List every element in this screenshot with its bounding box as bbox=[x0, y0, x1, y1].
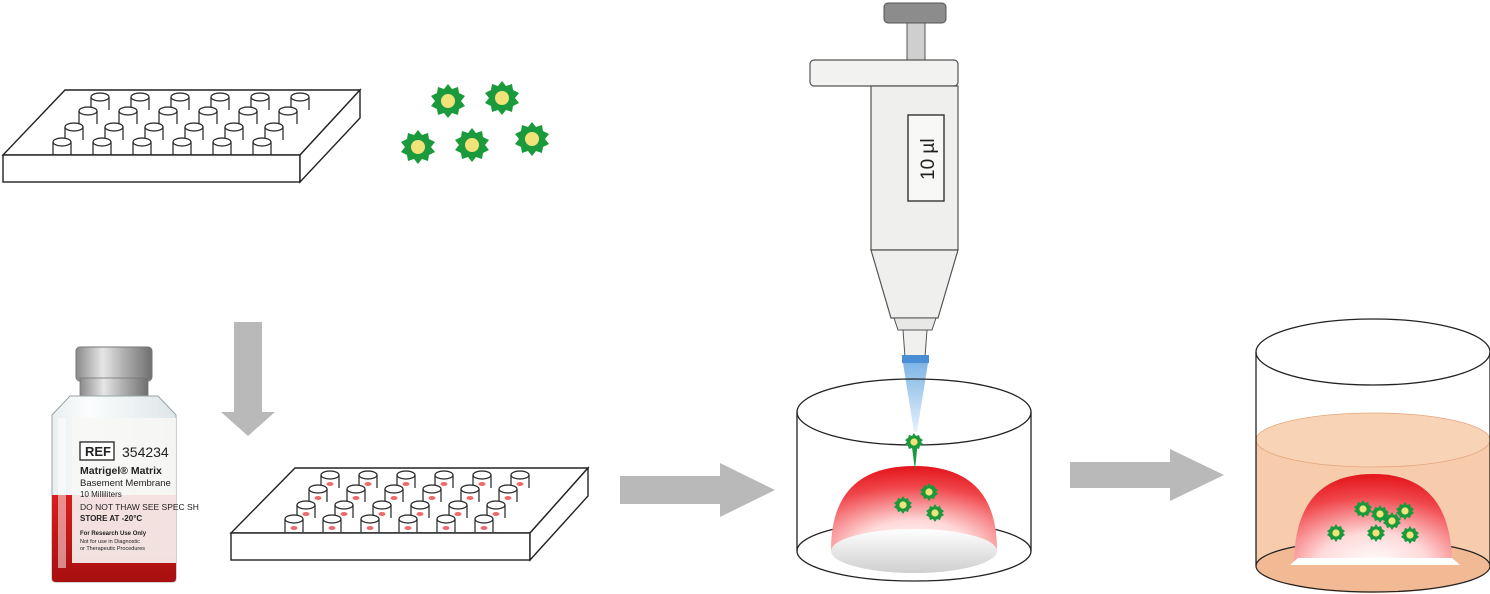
matrigel-drop bbox=[366, 526, 374, 530]
disclaimer-line-2: or Therapeutic Procedures bbox=[80, 546, 145, 552]
matrigel-drop bbox=[428, 496, 436, 500]
matrigel-drop bbox=[378, 512, 386, 516]
research-text: For Research Use Only bbox=[80, 531, 147, 537]
storage-text: STORE AT -20°C bbox=[80, 514, 142, 523]
matrigel-drop bbox=[404, 526, 412, 530]
product-name: Matrigel® Matrix bbox=[80, 465, 162, 477]
well bbox=[434, 470, 454, 488]
dome-well-icon bbox=[796, 378, 1032, 582]
well bbox=[436, 514, 456, 532]
cell-icon bbox=[905, 433, 923, 451]
well-plate-icon bbox=[229, 466, 590, 562]
matrigel-drop bbox=[290, 526, 298, 530]
cell-icon bbox=[455, 128, 489, 162]
cell-icon bbox=[485, 81, 519, 115]
well bbox=[172, 137, 192, 155]
well bbox=[486, 500, 506, 518]
matrigel-drop bbox=[516, 482, 524, 486]
well bbox=[78, 106, 98, 124]
well bbox=[132, 137, 152, 155]
matrigel-drop bbox=[340, 512, 348, 516]
matrigel-drop bbox=[314, 496, 322, 500]
well bbox=[92, 137, 112, 155]
well bbox=[52, 137, 72, 155]
matrigel-drop bbox=[302, 512, 310, 516]
well bbox=[198, 106, 218, 124]
well bbox=[498, 484, 518, 502]
well bbox=[360, 514, 380, 532]
matrigel-drop bbox=[504, 496, 512, 500]
matrigel-drop bbox=[390, 496, 398, 500]
well bbox=[278, 106, 298, 124]
dome-well-icon bbox=[1255, 318, 1490, 593]
matrigel-drop bbox=[492, 512, 500, 516]
well bbox=[472, 470, 492, 488]
well bbox=[346, 484, 366, 502]
cell-icon bbox=[431, 84, 465, 118]
matrigel-drop bbox=[364, 482, 372, 486]
matrigel-drop bbox=[480, 526, 488, 530]
matrigel-vial: REF 354234 Matrigel® Matrix Basement Mem… bbox=[51, 346, 199, 583]
well bbox=[118, 106, 138, 124]
well bbox=[308, 484, 328, 502]
well bbox=[322, 514, 342, 532]
arrow-right-icon bbox=[1070, 449, 1224, 501]
well bbox=[384, 484, 404, 502]
volume-text: 10 Milliliters bbox=[80, 490, 122, 499]
well bbox=[284, 514, 304, 532]
matrigel-drop bbox=[478, 482, 486, 486]
matrigel-drop bbox=[442, 526, 450, 530]
ref-number: 354234 bbox=[122, 444, 169, 460]
matrigel-drop bbox=[326, 482, 334, 486]
volume-display: 10 µl bbox=[918, 138, 939, 180]
well bbox=[212, 137, 232, 155]
well bbox=[250, 92, 270, 110]
cell-icon bbox=[515, 122, 549, 156]
matrigel-drop bbox=[328, 526, 336, 530]
well bbox=[252, 137, 272, 155]
product-subtitle: Basement Membrane bbox=[80, 478, 171, 489]
pipette-icon: 10 µl bbox=[809, 2, 959, 432]
well bbox=[104, 122, 124, 140]
warning-text: DO NOT THAW SEE SPEC SH bbox=[80, 502, 199, 512]
well bbox=[144, 122, 164, 140]
well bbox=[296, 500, 316, 518]
well bbox=[210, 92, 230, 110]
matrigel-drop bbox=[454, 512, 462, 516]
well bbox=[460, 484, 480, 502]
arrow-down-icon bbox=[221, 322, 275, 436]
well bbox=[64, 122, 84, 140]
matrigel-drop bbox=[440, 482, 448, 486]
well bbox=[224, 122, 244, 140]
well bbox=[238, 106, 258, 124]
matrigel-drop bbox=[352, 496, 360, 500]
matrigel-drop bbox=[466, 496, 474, 500]
well bbox=[474, 514, 494, 532]
cell-cluster bbox=[401, 81, 549, 164]
well bbox=[398, 514, 418, 532]
well bbox=[320, 470, 340, 488]
arrow-right-icon bbox=[620, 463, 775, 517]
disclaimer-line-1: Not for use in Diagnostic bbox=[80, 539, 140, 545]
well bbox=[170, 92, 190, 110]
cell-icon bbox=[401, 130, 435, 164]
well bbox=[510, 470, 530, 488]
well bbox=[422, 484, 442, 502]
ref-label: REF bbox=[85, 444, 111, 459]
matrigel-drop bbox=[402, 482, 410, 486]
well bbox=[158, 106, 178, 124]
matrigel-drop bbox=[416, 512, 424, 516]
well-plate-icon bbox=[1, 88, 362, 184]
